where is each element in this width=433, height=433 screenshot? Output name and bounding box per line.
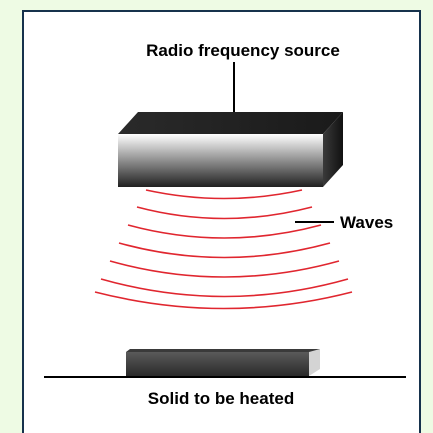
wave-arc <box>94 291 353 310</box>
source-block-top <box>118 112 343 134</box>
waves-group <box>94 189 353 310</box>
solid-label: Solid to be heated <box>148 389 294 408</box>
wave-arc <box>100 278 349 298</box>
solid-block-side <box>309 349 320 376</box>
wave-arc <box>145 189 303 200</box>
radio-frequency-source-block <box>118 112 343 187</box>
solid-block <box>126 349 320 376</box>
wave-arc <box>127 224 322 239</box>
source-block-front <box>118 134 323 187</box>
wave-arc <box>136 206 313 220</box>
waves-label: Waves <box>340 213 393 232</box>
wave-arc <box>109 260 340 278</box>
source-block-side <box>323 112 343 187</box>
wave-arc <box>118 242 331 259</box>
source-label: Radio frequency source <box>146 41 340 60</box>
solid-block-front <box>126 352 309 376</box>
solid-block-top <box>126 349 320 352</box>
